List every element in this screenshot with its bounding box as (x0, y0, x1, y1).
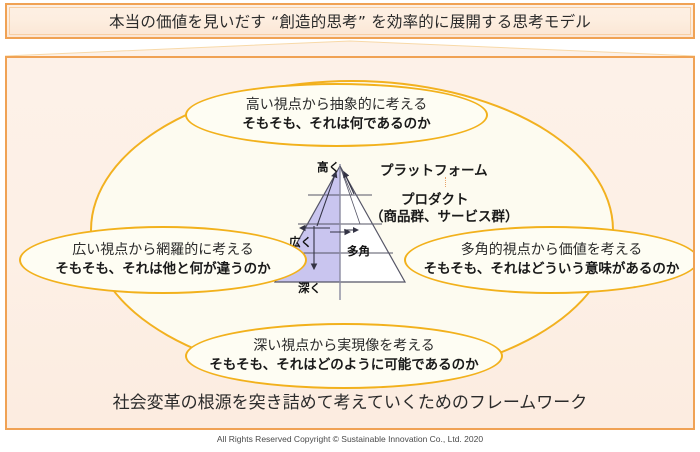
chevron-divider-icon (5, 40, 695, 58)
ellipse-deep-viewpoint: 深い視点から実現像を考える そもそも、それはどのように可能であるのか (185, 323, 503, 389)
page-title: 本当の価値を見いだす “創造的思考” を効率的に展開する思考モデル (108, 13, 592, 31)
ellipse-high-viewpoint: 高い視点から抽象的に考える そもそも、それは何であるのか (185, 83, 488, 147)
annotation-product: プロダクト (401, 192, 469, 208)
copyright-notice: All Rights Reserved Copyright © Sustaina… (216, 434, 484, 444)
pyramid-label-deep: 深く (298, 281, 321, 295)
ellipse-multiangle-line2: そもそも、それはどういう意味があるのか (423, 260, 680, 277)
pyramid-diagram (273, 164, 407, 300)
ellipse-wide-line2: そもそも、それは他と何が違うのか (55, 260, 271, 277)
title-bar: 本当の価値を見いだす “創造的思考” を効率的に展開する思考モデル (5, 3, 695, 39)
ellipse-multiangle-line1: 多角的視点から価値を考える (460, 242, 643, 259)
annotation-product-sub: （商品群、サービス群） (370, 209, 519, 225)
ellipse-deep-line2: そもそも、それはどのように可能であるのか (209, 356, 479, 373)
ellipse-wide-viewpoint: 広い視点から網羅的に考える そもそも、それは他と何が違うのか (19, 226, 307, 294)
ellipse-multiangle-viewpoint: 多角的視点から価値を考える そもそも、それはどういう意味があるのか (404, 226, 693, 294)
annotation-platform: プラットフォーム (380, 163, 488, 179)
framework-caption: 社会変革の根源を突き詰めて考えていくためのフレームワーク (112, 393, 588, 413)
main-panel: 高く 広く 多角 深く プラットフォーム プロダクト （商品群、サービス群） 高… (5, 56, 695, 430)
ellipse-high-line1: 高い視点から抽象的に考える (245, 97, 428, 114)
ellipse-high-line2: そもそも、それは何であるのか (242, 115, 431, 132)
pyramid-label-high: 高く (317, 160, 340, 174)
ellipse-deep-line1: 深い視点から実現像を考える (253, 338, 435, 355)
ellipse-wide-line1: 広い視点から網羅的に考える (72, 242, 254, 259)
annotation-connector-line (445, 177, 446, 187)
pyramid-label-multiangle: 多角 (347, 244, 370, 258)
